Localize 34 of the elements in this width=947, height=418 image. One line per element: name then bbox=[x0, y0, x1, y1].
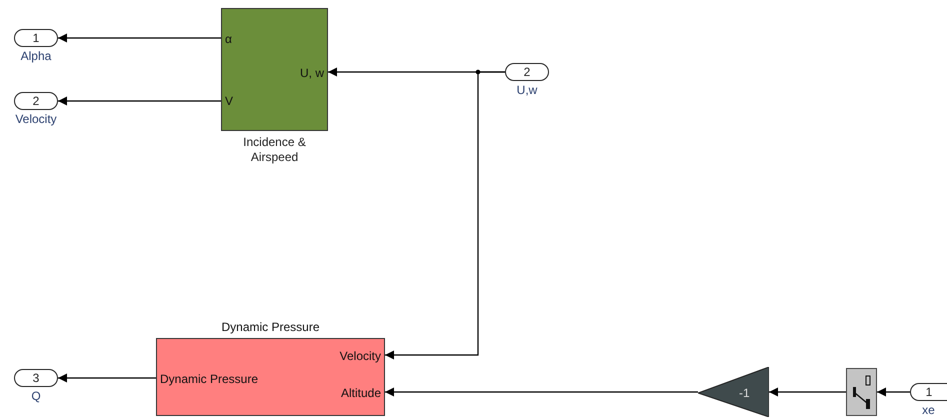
gain-block bbox=[698, 367, 769, 417]
port-name: Incidence & Airspeed bbox=[242, 135, 307, 165]
signal-line bbox=[58, 96, 221, 106]
port-number: 2 bbox=[522, 64, 532, 80]
port-label: U, w bbox=[300, 66, 324, 80]
port-name: Alpha bbox=[20, 49, 52, 64]
port-name: U,w bbox=[516, 83, 538, 98]
port-label: Dynamic Pressure bbox=[160, 372, 258, 386]
port-label: Altitude bbox=[340, 386, 381, 400]
signal-line bbox=[58, 374, 156, 382]
port-number: 2 bbox=[32, 93, 40, 109]
port-terminal bbox=[910, 383, 947, 401]
port-label: α bbox=[225, 32, 232, 46]
signal-line bbox=[58, 34, 221, 42]
port-label: Velocity bbox=[340, 349, 381, 363]
port-terminal bbox=[505, 63, 549, 81]
signal-line bbox=[385, 388, 698, 396]
port-terminal bbox=[14, 29, 58, 47]
gain-value: -1 bbox=[739, 386, 750, 400]
signal-line bbox=[769, 388, 846, 396]
port-name: xe bbox=[921, 403, 936, 418]
switch-block bbox=[846, 368, 877, 416]
port-name: Q bbox=[30, 389, 42, 404]
port-label: V bbox=[225, 94, 234, 108]
port-number: 3 bbox=[32, 370, 40, 386]
port-number: 1 bbox=[32, 30, 40, 46]
signal-line bbox=[877, 388, 910, 396]
port-terminal bbox=[14, 92, 58, 110]
port-number: 1 bbox=[924, 384, 934, 400]
block-title: Dynamic Pressure bbox=[220, 320, 321, 334]
port-name: Velocity bbox=[14, 112, 58, 127]
subsystem-block bbox=[221, 8, 328, 131]
signal-line bbox=[385, 71, 505, 360]
port-terminal bbox=[14, 369, 58, 387]
